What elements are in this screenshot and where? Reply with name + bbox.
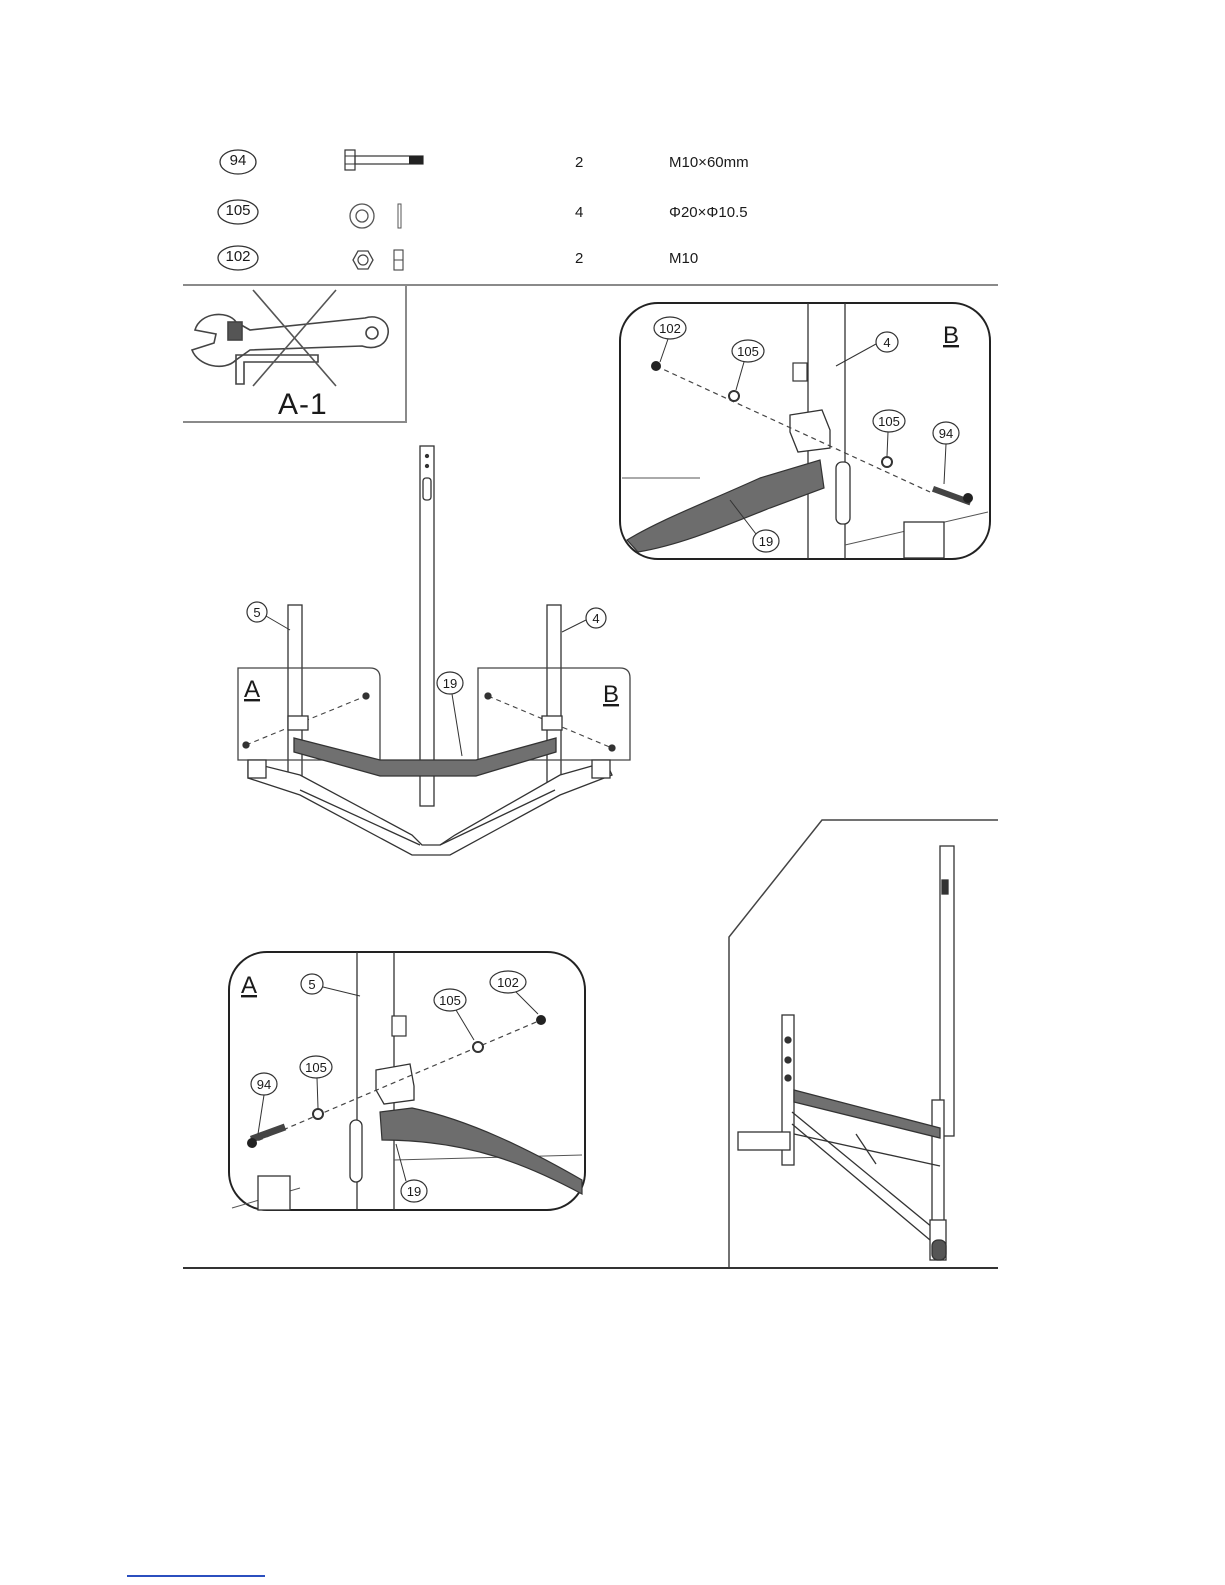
detail-title: A — [241, 972, 257, 999]
callout-label: 102 — [497, 975, 519, 990]
callout-label: 105 — [305, 1060, 327, 1075]
wrench-crossed-icon — [192, 290, 388, 386]
callout-label: 19 — [443, 676, 457, 691]
zone-label: B — [603, 681, 619, 708]
callout-label: 105 — [737, 344, 759, 359]
zone-label: A — [244, 676, 260, 703]
callout-label: 5 — [308, 977, 315, 992]
detail-title: B — [943, 322, 959, 349]
callout-label: 4 — [883, 335, 890, 350]
callout-label: 19 — [759, 534, 773, 549]
callout-label: 5 — [253, 605, 260, 620]
callout-label: 4 — [592, 611, 599, 626]
perspective-view — [729, 820, 998, 1267]
detail-a-panel: 5 105 102 94 105 19 A — [229, 952, 585, 1210]
detail-b-panel: 102 105 4 105 94 19 B — [620, 303, 990, 559]
callout-label: 102 — [659, 321, 681, 336]
footnote-link-line — [127, 1575, 265, 1577]
callout-label: 94 — [257, 1077, 271, 1092]
main-assembly — [238, 446, 630, 855]
callout-label: 94 — [939, 426, 953, 441]
callout-label: 105 — [439, 993, 461, 1008]
callout-label: 105 — [878, 414, 900, 429]
callout-label: 19 — [407, 1184, 421, 1199]
